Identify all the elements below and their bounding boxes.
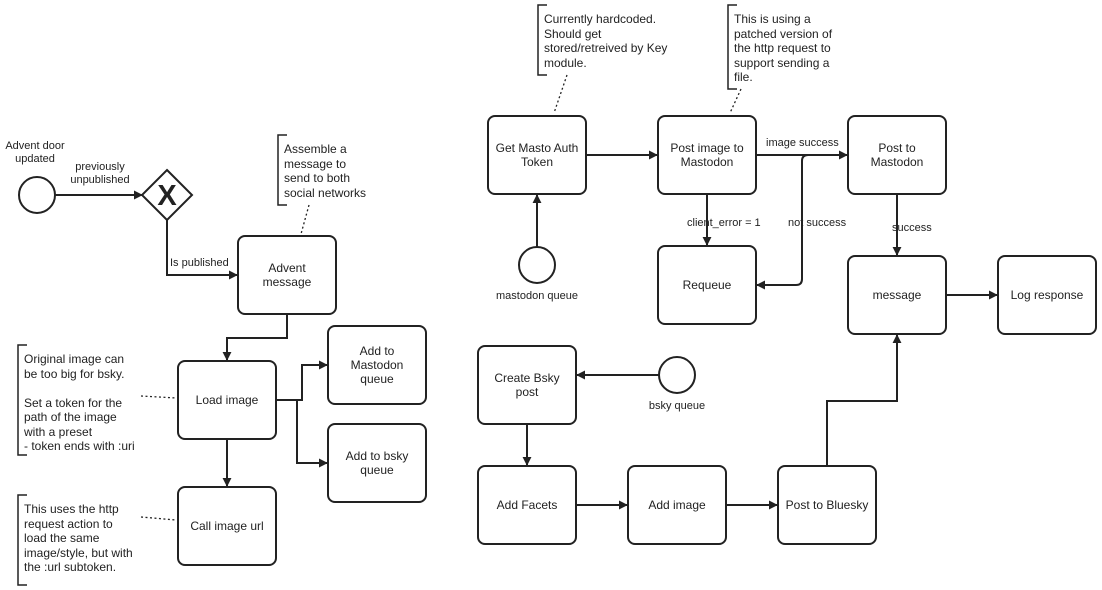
- edge-label-success: success: [892, 222, 932, 234]
- association-hardcoded: [553, 74, 568, 114]
- task-add-facets[interactable]: Add Facets: [477, 465, 577, 545]
- edge-label-client-error: client_error = 1: [687, 217, 761, 229]
- edge-post-bluesky-to-message: [826, 334, 902, 465]
- note-bracket-http-request: [17, 494, 27, 586]
- association-patched: [729, 88, 742, 114]
- task-message[interactable]: message: [847, 255, 947, 335]
- edge-load-image-to-mastodon-queue: [277, 360, 328, 401]
- note-currently-hardcoded: Currently hardcoded. Should get stored/r…: [544, 12, 668, 70]
- task-create-bsky-post[interactable]: Create Bsky post: [477, 345, 577, 425]
- edge-label-image-success: image success: [766, 137, 839, 149]
- start-event-bsky-queue: [658, 356, 696, 394]
- start-event-mastodon-queue: [518, 246, 556, 284]
- note-original-image: Original image can be too big for bsky. …: [24, 352, 135, 453]
- bsky-queue-label: bsky queue: [648, 400, 706, 412]
- note-bracket-original-image: [17, 344, 27, 456]
- note-bracket-assemble: [277, 134, 287, 206]
- association-assemble: [300, 204, 310, 235]
- task-add-to-mastodon-queue[interactable]: Add to Mastodon queue: [327, 325, 427, 405]
- edge-label-is-published: Is published: [170, 257, 229, 269]
- task-add-image[interactable]: Add image: [627, 465, 727, 545]
- task-load-image[interactable]: Load image: [177, 360, 277, 440]
- start-event-advent-door: [18, 176, 56, 214]
- task-get-masto-auth-token[interactable]: Get Masto Auth Token: [487, 115, 587, 195]
- edge-label-previously-unpublished: previously unpublished: [70, 161, 130, 186]
- task-add-to-bsky-queue[interactable]: Add to bsky queue: [327, 423, 427, 503]
- task-call-image-url[interactable]: Call image url: [177, 486, 277, 566]
- gateway-x-symbol: X: [157, 180, 177, 212]
- edge-not-success-to-requeue: [756, 154, 822, 290]
- task-post-to-mastodon[interactable]: Post to Mastodon: [847, 115, 947, 195]
- note-patched-http: This is using a patched version of the h…: [734, 12, 833, 84]
- note-bracket-hardcoded: [537, 4, 547, 76]
- advent-door-label: Advent door updated: [5, 140, 65, 165]
- note-bracket-patched: [727, 4, 737, 90]
- task-advent-message[interactable]: Advent message: [237, 235, 337, 315]
- task-post-image-to-mastodon[interactable]: Post image to Mastodon: [657, 115, 757, 195]
- task-post-to-bluesky[interactable]: Post to Bluesky: [777, 465, 877, 545]
- mastodon-queue-label: mastodon queue: [496, 290, 578, 302]
- edge-gateway-to-advent-message: [166, 220, 238, 280]
- task-requeue[interactable]: Requeue: [657, 245, 757, 325]
- note-http-request-action: This uses the http request action to loa…: [24, 502, 133, 574]
- association-http-request: [140, 516, 177, 521]
- association-original-image: [140, 395, 177, 399]
- note-assemble-message: Assemble a message to send to both socia…: [284, 142, 367, 200]
- task-log-response[interactable]: Log response: [997, 255, 1097, 335]
- edge-load-image-to-bsky-queue: [277, 399, 328, 468]
- edge-advent-message-to-load-image: [222, 315, 288, 361]
- edge-label-not-success: not success: [788, 217, 847, 229]
